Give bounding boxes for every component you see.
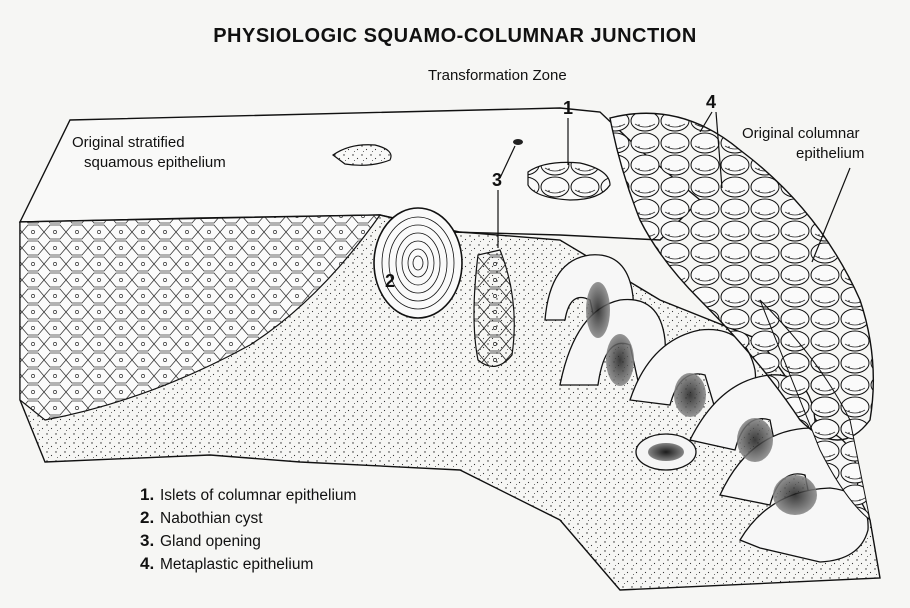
label-columnar-2: epithelium [796, 145, 864, 162]
nabothian-cyst [374, 208, 462, 318]
legend: 1. Islets of columnar epithelium 2. Nabo… [140, 485, 356, 573]
legend-num-3: 3. [140, 531, 154, 550]
legend-text-1: Islets of columnar epithelium [160, 487, 356, 504]
legend-text-4: Metaplastic epithelium [160, 556, 313, 573]
legend-num-2: 2. [140, 508, 154, 527]
callout-1: 1 [563, 98, 573, 118]
legend-text-2: Nabothian cyst [160, 510, 263, 527]
label-squamous-1: Original stratified [72, 134, 185, 151]
callout-2: 2 [385, 271, 395, 291]
legend-text-3: Gland opening [160, 533, 261, 550]
diagram-title: PHYSIOLOGIC SQUAMO-COLUMNAR JUNCTION [213, 25, 697, 47]
label-squamous-2: squamous epithelium [84, 154, 226, 171]
callout-3: 3 [492, 170, 502, 190]
callout-4: 4 [706, 92, 716, 112]
legend-num-4: 4. [140, 554, 154, 573]
label-columnar-1: Original columnar [742, 125, 860, 142]
label-transformation-zone: Transformation Zone [428, 67, 567, 84]
legend-num-1: 1. [140, 485, 154, 504]
